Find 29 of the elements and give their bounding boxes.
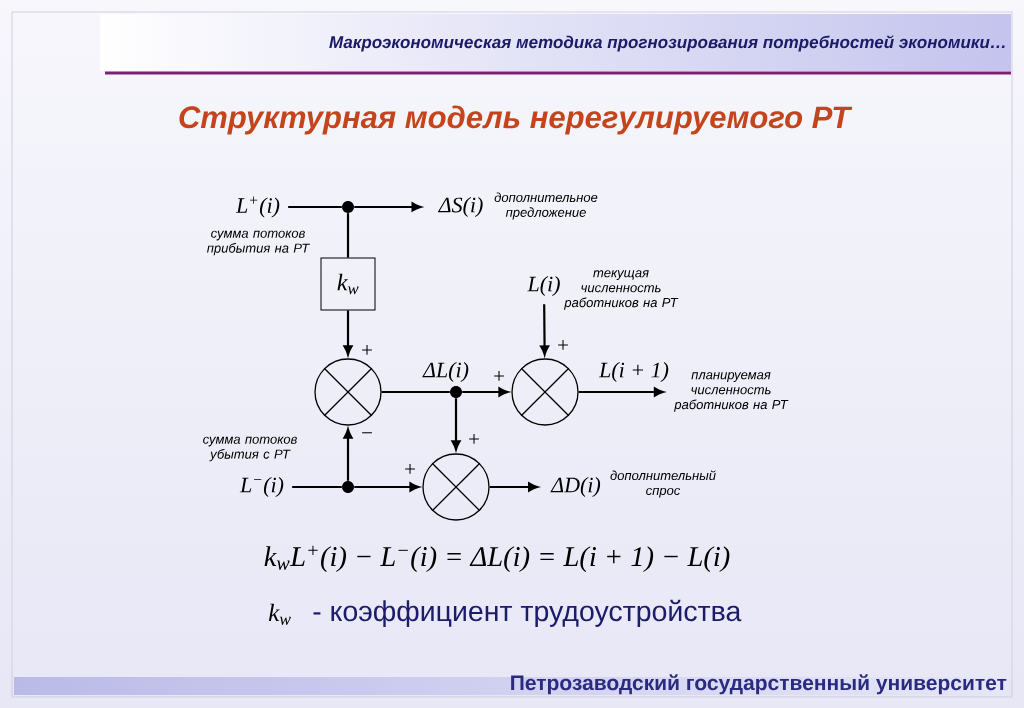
node-label: дополнительное предложение	[494, 192, 598, 220]
signal-symbol: L$^{−}$(i)	[239, 477, 284, 497]
variable-symbol: k$_{w}$	[268, 603, 291, 625]
slide-title: Структурная модель нерегулируемого РТ	[179, 105, 853, 135]
edge-label: ΔL(i)	[422, 362, 469, 382]
sign-label: −	[362, 432, 372, 434]
signal-symbol: L$^{+}$(i)	[235, 196, 280, 218]
sign-label: +	[405, 464, 415, 474]
summing-junction	[314, 358, 382, 426]
summing-junction	[422, 453, 490, 521]
signal-symbol: ΔD(i)	[550, 477, 601, 497]
sign-label: +	[558, 340, 568, 350]
output-text: планируемая численность работников на РТ	[674, 372, 789, 412]
gain-box: k$_{w}$	[320, 257, 376, 311]
summing-junction	[511, 358, 579, 426]
formula: k$_{w}$L$^{+}$(i) − L$^{−}$(i) = ΔL(i) = L(i + 1) − L(i)	[264, 545, 730, 573]
definition-text: - коэффициент трудоустройства	[313, 599, 742, 627]
edge-label: L(i + 1)	[598, 362, 669, 382]
header-text: Макроэкономическая методика прогнозирования потребностей экономики…	[329, 35, 1005, 52]
sign-label: +	[469, 434, 479, 444]
footer-text: Петрозаводский государственный университет	[511, 674, 1007, 695]
signal-symbol: L(i)	[527, 276, 560, 296]
node-label: сумма потоков убытия с РТ	[203, 436, 297, 462]
sign-label: +	[362, 345, 372, 355]
sign-label: +	[494, 371, 504, 381]
node-label: текущая численность работников на РТ	[564, 270, 679, 310]
node-label: дополнительный спрос	[610, 470, 716, 498]
signal-symbol: ΔS(i)	[437, 197, 483, 217]
node-label: сумма потоков прибытия на РТ	[207, 230, 310, 256]
